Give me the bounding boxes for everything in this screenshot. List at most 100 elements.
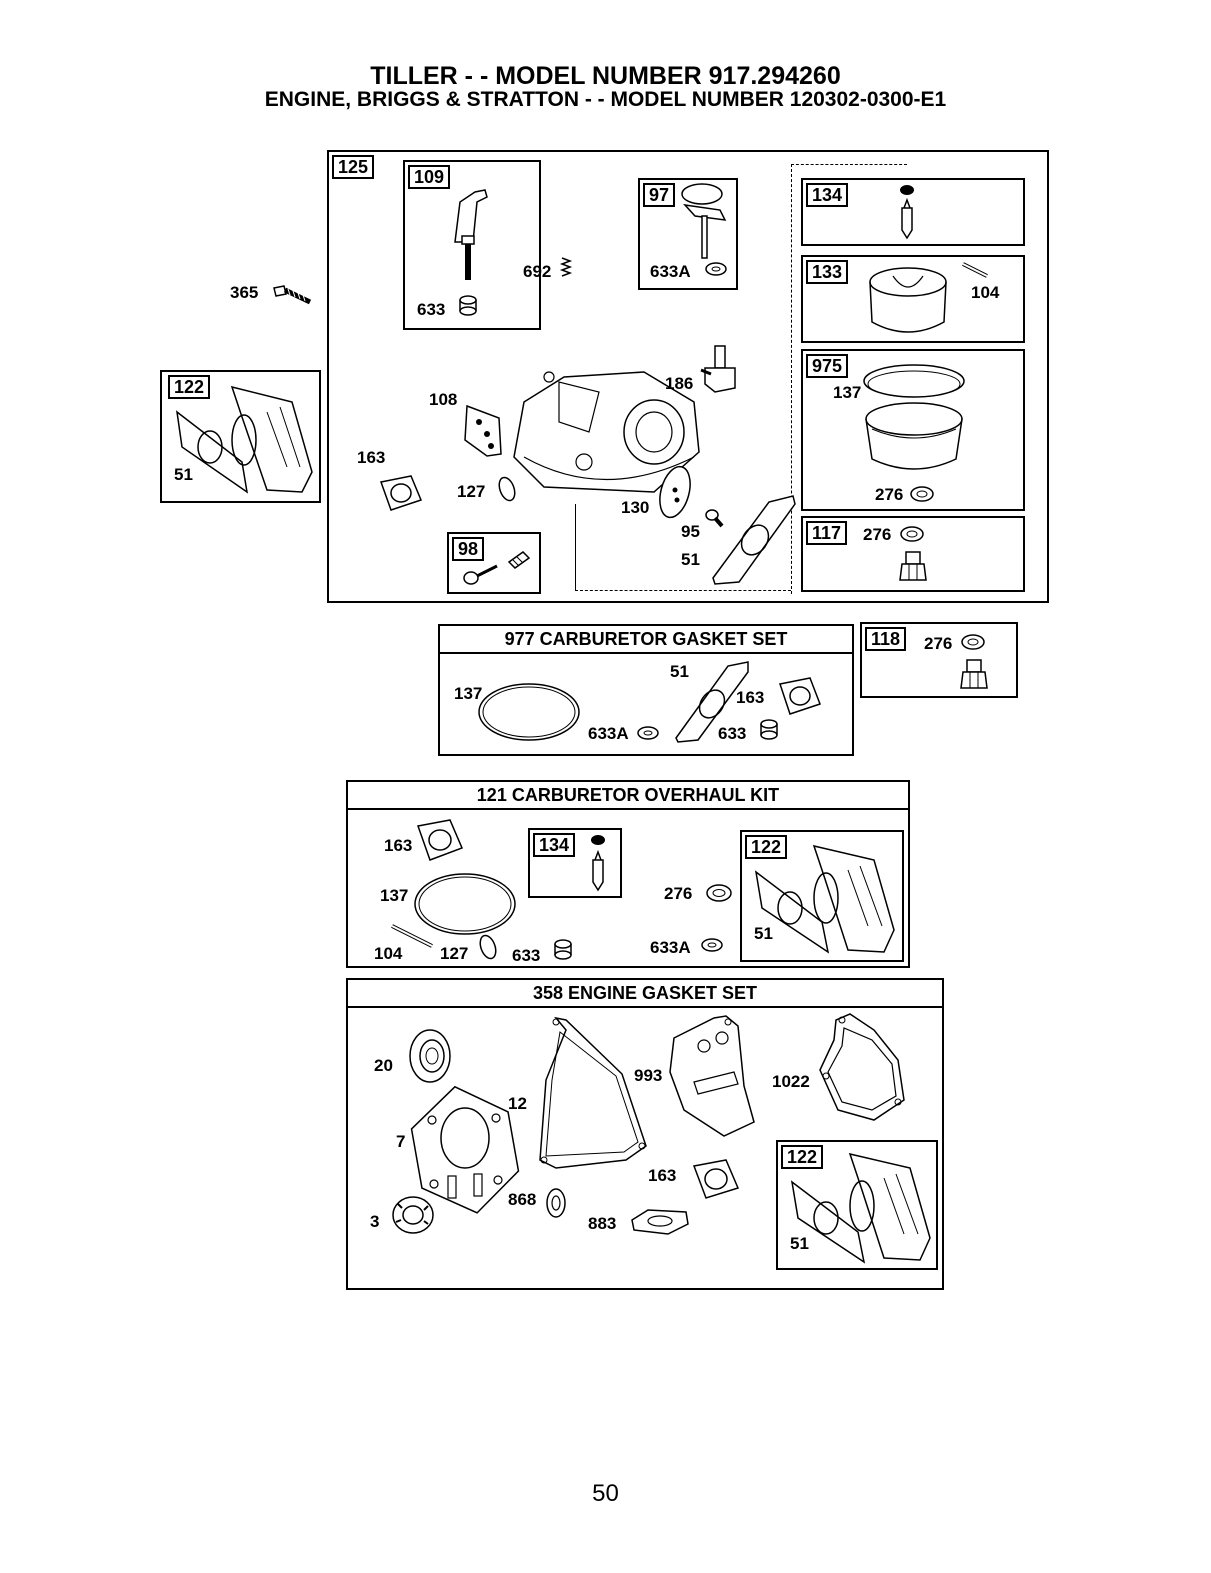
washer-276-icon: [706, 884, 732, 902]
kit-box-977: 977 CARBURETOR GASKET SET 137 633A 51 16…: [438, 624, 854, 756]
part-label-633a: 633A: [650, 938, 691, 957]
part-tag-109: 109: [408, 165, 451, 189]
intake-box-122: 122 51: [740, 830, 904, 962]
part-label-7: 7: [396, 1132, 406, 1151]
idle-screw-icon: [463, 551, 531, 585]
box-118: 118 276: [860, 622, 1018, 698]
part-tag-134: 134: [806, 183, 849, 207]
spring-692-icon: [559, 257, 573, 277]
intake-manifold-icon: [754, 844, 895, 954]
box-117: 117 276: [801, 516, 1025, 592]
part-label-633a: 633A: [588, 724, 629, 743]
part-label-868: 868: [508, 1190, 537, 1209]
part-label-276: 276: [863, 525, 892, 544]
inlet-needle-icon: [591, 835, 605, 892]
float-icon: [869, 262, 988, 333]
part-label-276: 276: [664, 884, 693, 903]
part-label-137: 137: [454, 684, 483, 703]
page-number: 50: [592, 1480, 619, 1507]
part-label-883: 883: [588, 1214, 617, 1233]
box-134: 134: [528, 828, 622, 898]
choke-shaft-icon: [681, 183, 727, 259]
seal-633-icon: [554, 939, 572, 960]
box-97: 97 633A: [638, 178, 738, 290]
bracket-line: [575, 504, 576, 590]
part-label-130: 130: [621, 498, 650, 517]
kit-title-358: 358 ENGINE GASKET SET: [348, 980, 942, 1008]
pin-104-icon: [391, 924, 433, 948]
washer-633a-icon: [701, 938, 723, 952]
box-98: 98: [447, 532, 541, 594]
part-tag-98: 98: [452, 537, 485, 561]
part-tag-117: 117: [806, 521, 848, 545]
part-label-51: 51: [681, 550, 700, 569]
kit-title-977: 977 CARBURETOR GASKET SET: [440, 626, 852, 654]
part-label-104: 104: [374, 944, 403, 963]
part-label-633a: 633A: [650, 262, 691, 281]
bracket-line-top: [791, 164, 907, 165]
part-label-12: 12: [508, 1094, 527, 1113]
screw-95-icon: [705, 509, 724, 528]
intake-box-122: 122 51: [160, 370, 321, 503]
gasket-163-icon: [779, 677, 821, 715]
part-label-365: 365: [230, 283, 259, 302]
box-134: 134: [801, 178, 1025, 246]
kit-box-121: 121 CARBURETOR OVERHAUL KIT 163 137 104 …: [346, 780, 910, 968]
part-tag-975: 975: [806, 354, 849, 378]
gasket-51-icon: [675, 661, 749, 743]
part-tag-97: 97: [643, 183, 676, 207]
fitting-186-icon: [700, 345, 736, 393]
part-label-276: 276: [924, 634, 953, 653]
plug-127-icon: [498, 476, 516, 502]
part-label-276: 276: [875, 485, 904, 504]
part-label-163: 163: [357, 448, 386, 467]
part-label-163: 163: [384, 836, 413, 855]
part-label-51: 51: [754, 924, 773, 943]
part-label-95: 95: [681, 522, 700, 541]
box-133: 133 104: [801, 255, 1025, 343]
part-label-163: 163: [736, 688, 765, 707]
carburetor-body-icon: [513, 371, 700, 493]
intake-box-122: 122 51: [776, 1140, 938, 1270]
gasket-163-icon: [380, 475, 423, 511]
part-tag-122: 122: [745, 835, 788, 859]
part-tag-122: 122: [168, 375, 211, 399]
gasket-993-icon: [669, 1015, 755, 1137]
seal-868-icon: [546, 1188, 566, 1218]
bracket-line: [575, 590, 791, 591]
part-label-993: 993: [634, 1066, 663, 1085]
seal-633-icon: [459, 295, 477, 316]
part-label-186: 186: [665, 374, 694, 393]
valve-cover-gasket-1022-icon: [819, 1013, 905, 1121]
float-bowl-icon: [863, 364, 965, 470]
gasket-163-icon: [692, 1159, 740, 1199]
part-tag-118: 118: [865, 627, 907, 651]
throttle-shaft-icon: [454, 189, 488, 280]
part-label-51: 51: [174, 465, 193, 484]
part-label-137: 137: [380, 886, 409, 905]
part-label-1022: 1022: [772, 1072, 810, 1091]
intake-manifold-icon: [175, 385, 313, 494]
part-label-20: 20: [374, 1056, 393, 1075]
oil-seal-3-icon: [392, 1196, 434, 1234]
inlet-needle-icon: [900, 185, 914, 240]
oil-seal-20-icon: [409, 1029, 451, 1083]
choke-plate-icon: [659, 465, 691, 519]
bolt-365-icon: [273, 285, 312, 305]
head-gasket-7-icon: [410, 1085, 520, 1214]
kit-box-358: 358 ENGINE GASKET SET 20 7 12 3 868 883: [346, 978, 944, 1290]
bracket-line: [791, 164, 792, 594]
washer-276-icon: [910, 486, 934, 502]
part-label-127: 127: [457, 482, 486, 501]
part-label-108: 108: [429, 390, 458, 409]
part-label-51: 51: [790, 1234, 809, 1253]
o-ring-137-icon: [414, 873, 516, 935]
part-label-633: 633: [417, 300, 446, 319]
bowl-nut-icon: [960, 634, 988, 689]
kit-title-121: 121 CARBURETOR OVERHAUL KIT: [348, 782, 908, 810]
bowl-nut-icon: [899, 526, 927, 581]
washer-633a-icon: [705, 262, 727, 276]
seal-633-icon: [760, 719, 778, 740]
intake-manifold-icon: [790, 1152, 931, 1264]
part-label-3: 3: [370, 1212, 380, 1231]
